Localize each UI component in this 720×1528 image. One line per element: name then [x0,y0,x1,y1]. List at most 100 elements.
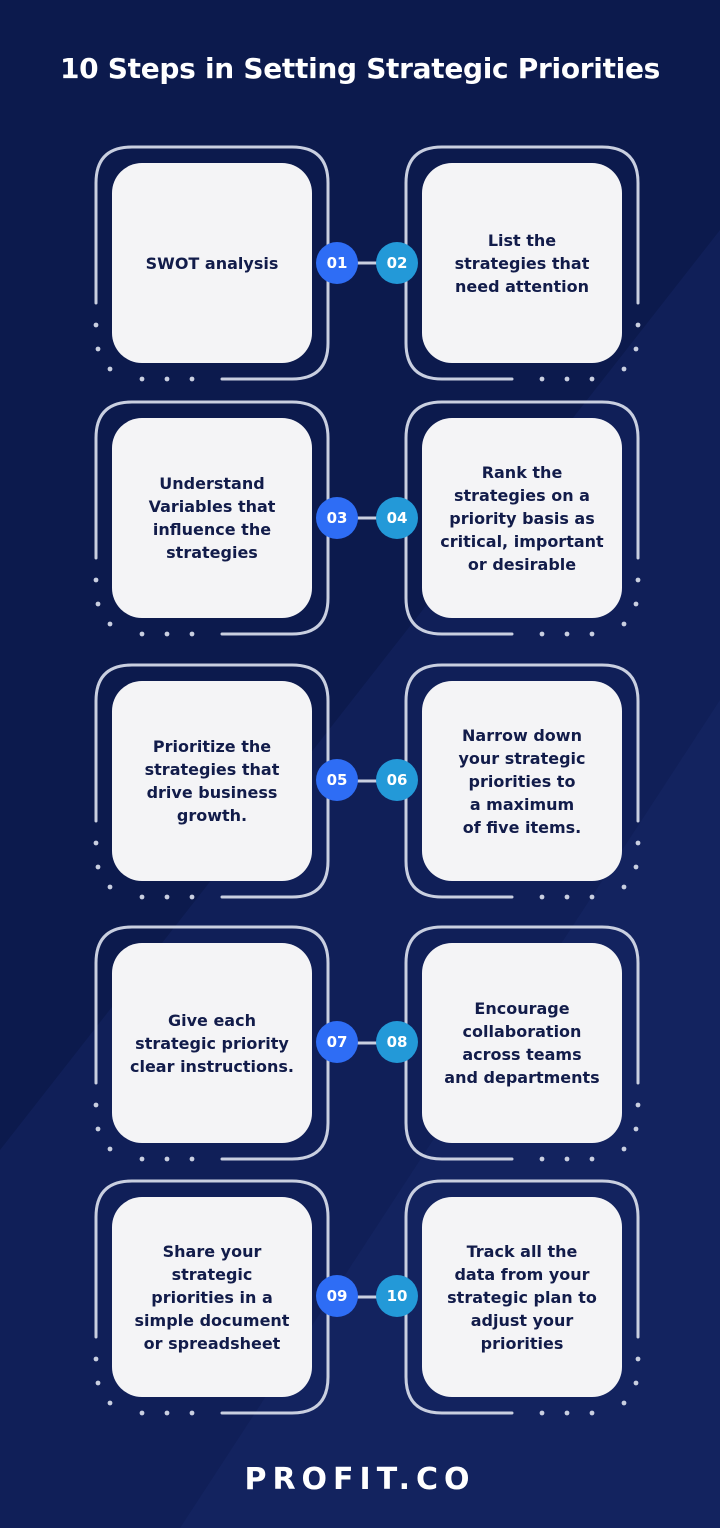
dot-right-row-2-2 [633,601,639,607]
dot-right-row-5-2 [633,1380,639,1386]
dot-right-row-4-1 [635,1102,641,1108]
dot-left-row-3-1 [93,840,99,846]
step-text-01: SWOT analysis [145,253,279,273]
dot-right-row-5-3 [621,1400,627,1406]
dot-right-row-3-6 [539,894,545,900]
brand-logo: PROFIT.CO [244,1462,476,1497]
card-outline-right-row-4 [404,925,640,1161]
card-outline-right-row-1 [404,145,640,381]
dot-left-row-4-2 [95,1126,101,1132]
step-text-04: Rank the strategies on a priority basis … [440,462,604,574]
step-number-01: 01 [316,242,358,284]
dot-right-row-4-6 [539,1156,545,1162]
step-number-02: 02 [376,242,418,284]
step-number-05: 05 [316,759,358,801]
dot-left-row-4-1 [93,1102,99,1108]
step-number-10: 10 [376,1275,418,1317]
step-number-06: 06 [376,759,418,801]
dot-right-row-4-3 [621,1146,627,1152]
step-text-09: Share your strategic priorities in a sim… [134,1241,290,1353]
dot-right-row-2-6 [539,631,545,637]
dot-right-row-3-1 [635,840,641,846]
step-card-06: Narrow down your strategic priorities to… [422,681,622,881]
dot-right-row-2-5 [564,631,570,637]
step-card-05: Prioritize the strategies that drive bus… [112,681,312,881]
dot-right-row-3-4 [589,894,595,900]
step-card-04: Rank the strategies on a priority basis … [422,418,622,618]
dot-right-row-2-3 [621,621,627,627]
dot-left-row-3-2 [95,864,101,870]
dot-left-row-2-4 [139,631,145,637]
dot-left-row-2-1 [93,577,99,583]
dot-right-row-3-2 [633,864,639,870]
dot-left-row-1-4 [139,376,145,382]
dot-left-row-5-1 [93,1356,99,1362]
dot-left-row-3-5 [164,894,170,900]
dot-left-row-4-3 [107,1146,113,1152]
dot-right-row-4-4 [589,1156,595,1162]
dot-right-row-1-3 [621,366,627,372]
dot-left-row-5-2 [95,1380,101,1386]
card-outline-left-row-3 [94,663,330,899]
step-text-06: Narrow down your strategic priorities to… [458,725,586,837]
step-number-09: 09 [316,1275,358,1317]
dot-right-row-1-4 [589,376,595,382]
step-number-08: 08 [376,1021,418,1063]
dot-right-row-3-3 [621,884,627,890]
dot-right-row-3-5 [564,894,570,900]
dot-right-row-2-4 [589,631,595,637]
dot-right-row-5-6 [539,1410,545,1416]
step-card-07: Give each strategic priority clear instr… [112,943,312,1143]
dot-right-row-4-2 [633,1126,639,1132]
step-card-08: Encourage collaboration across teams and… [422,943,622,1143]
dot-left-row-3-6 [189,894,195,900]
dot-right-row-1-5 [564,376,570,382]
card-outline-left-row-1 [94,145,330,381]
step-number-04: 04 [376,497,418,539]
dot-left-row-5-3 [107,1400,113,1406]
step-text-10: Track all the data from your strategic p… [447,1241,597,1353]
card-outline-right-row-3 [404,663,640,899]
dot-right-row-4-5 [564,1156,570,1162]
step-number-03: 03 [316,497,358,539]
step-number-07: 07 [316,1021,358,1063]
card-outline-left-row-2 [94,400,330,636]
dot-left-row-2-6 [189,631,195,637]
step-card-01: SWOT analysis [112,163,312,363]
step-card-09: Share your strategic priorities in a sim… [112,1197,312,1397]
dot-left-row-3-3 [107,884,113,890]
dot-left-row-2-2 [95,601,101,607]
dot-right-row-2-1 [635,577,641,583]
dot-right-row-1-1 [635,322,641,328]
step-card-03: Understand Variables that influence the … [112,418,312,618]
step-text-07: Give each strategic priority clear instr… [129,1010,294,1076]
step-card-10: Track all the data from your strategic p… [422,1197,622,1397]
page-title: 10 Steps in Setting Strategic Priorities [59,52,661,85]
step-text-08: Encourage collaboration across teams and… [444,999,600,1087]
dot-left-row-2-3 [107,621,113,627]
dot-left-row-4-5 [164,1156,170,1162]
card-outline-right-row-5 [404,1179,640,1415]
dot-left-row-2-5 [164,631,170,637]
dot-left-row-1-2 [95,346,101,352]
step-card-02: List the strategies that need attention [422,163,622,363]
dot-left-row-4-6 [189,1156,195,1162]
dot-left-row-1-3 [107,366,113,372]
dot-right-row-1-2 [633,346,639,352]
card-outline-right-row-2 [404,400,640,636]
step-text-03: Understand Variables that influence the … [148,474,276,562]
dot-left-row-1-6 [189,376,195,382]
dot-left-row-1-1 [93,322,99,328]
dot-left-row-3-4 [139,894,145,900]
dot-right-row-1-6 [539,376,545,382]
dot-left-row-5-4 [139,1410,145,1416]
dot-right-row-5-1 [635,1356,641,1362]
card-outline-left-row-5 [94,1179,330,1415]
step-text-02: List the strategies that need attention [454,230,590,296]
dot-left-row-5-6 [189,1410,195,1416]
dot-left-row-5-5 [164,1410,170,1416]
step-text-05: Prioritize the strategies that drive bus… [144,737,280,825]
dot-left-row-1-5 [164,376,170,382]
dot-right-row-5-5 [564,1410,570,1416]
